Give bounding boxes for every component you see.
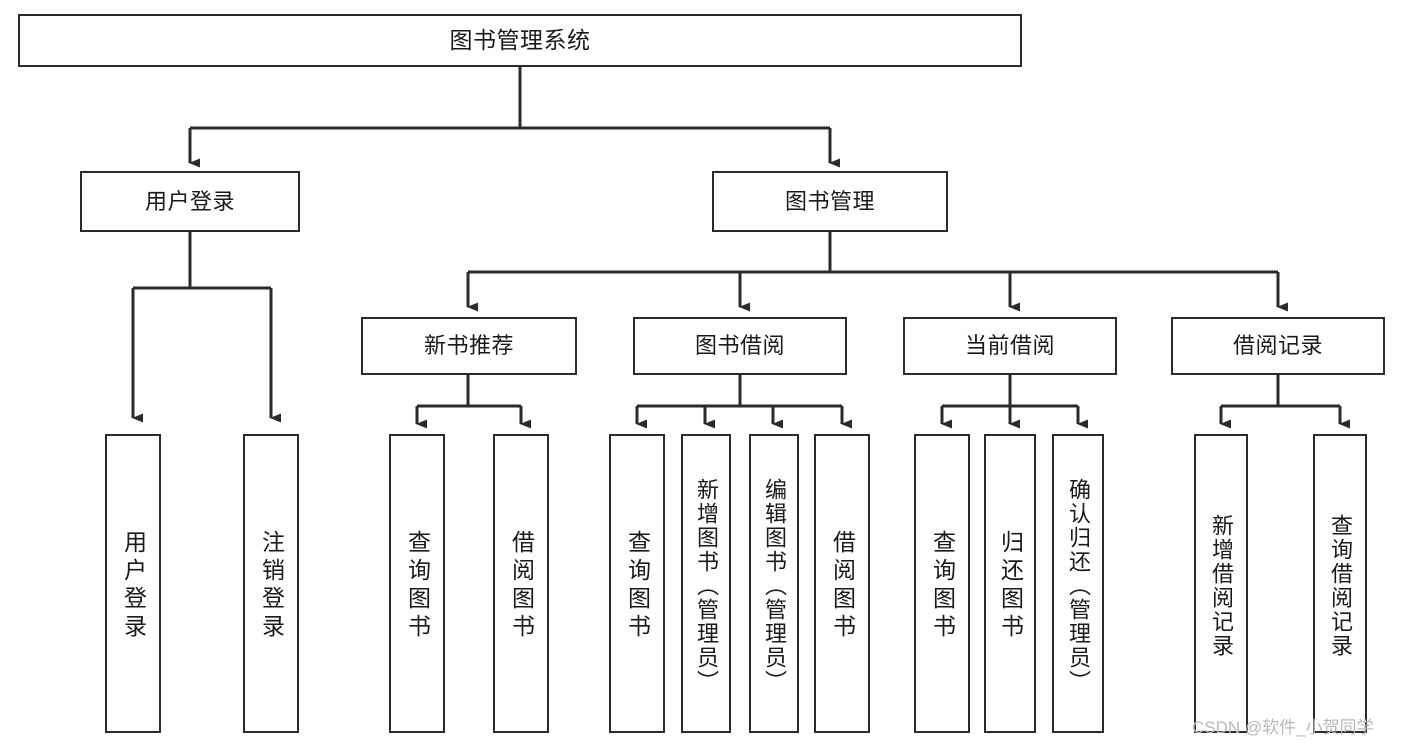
node-new-book-recommend[interactable]: 新书推荐 (361, 317, 577, 375)
leaf-current-confirm-return-admin[interactable]: 确认归还（管理员） (1052, 434, 1104, 733)
node-label: 新增图书（管理员） (694, 477, 719, 694)
node-label: 注销登录 (258, 529, 285, 642)
node-book-borrow[interactable]: 图书借阅 (633, 317, 847, 375)
leaf-borrow-borrow-book[interactable]: 借阅图书 (814, 434, 870, 733)
node-borrow-record[interactable]: 借阅记录 (1171, 317, 1385, 375)
csdn-watermark: CSDN @软件_小贺同学 (1192, 718, 1374, 737)
node-label: 借阅图书 (508, 529, 535, 642)
leaf-borrow-edit-book-admin[interactable]: 编辑图书（管理员） (749, 434, 799, 733)
leaf-current-query-book[interactable]: 查询图书 (914, 434, 970, 733)
node-label: 图书借阅 (694, 333, 785, 359)
node-label: 图书管理系统 (449, 27, 591, 54)
node-label: 用户登录 (120, 529, 147, 642)
node-user-login[interactable]: 用户登录 (80, 171, 300, 232)
leaf-borrow-query-book[interactable]: 查询图书 (609, 434, 665, 733)
leaf-record-query-record[interactable]: 查询借阅记录 (1313, 434, 1367, 733)
node-label: 查询借阅记录 (1328, 513, 1353, 658)
leaf-record-add-record[interactable]: 新增借阅记录 (1194, 434, 1248, 733)
node-label: 新书推荐 (423, 333, 514, 359)
leaf-user-login-login[interactable]: 用户登录 (105, 434, 161, 733)
node-label: 查询图书 (624, 529, 651, 642)
node-label: 确认归还（管理员） (1066, 477, 1091, 694)
leaf-current-return-book[interactable]: 归还图书 (984, 434, 1036, 733)
node-label: 借阅图书 (829, 529, 856, 642)
node-label: 新增借阅记录 (1209, 513, 1234, 658)
node-label: 用户登录 (144, 188, 235, 214)
node-label: 编辑图书（管理员） (762, 477, 787, 694)
node-label: 查询图书 (929, 529, 956, 642)
node-label: 归还图书 (997, 529, 1024, 642)
node-label: 当前借阅 (964, 333, 1055, 359)
leaf-new-book-borrow[interactable]: 借阅图书 (493, 434, 549, 733)
leaf-user-login-logout[interactable]: 注销登录 (243, 434, 299, 733)
node-label: 图书管理 (784, 188, 875, 214)
node-label: 查询图书 (404, 529, 431, 642)
node-root-system[interactable]: 图书管理系统 (18, 14, 1022, 67)
leaf-new-book-query[interactable]: 查询图书 (389, 434, 445, 733)
node-current-borrow[interactable]: 当前借阅 (903, 317, 1117, 375)
node-book-management[interactable]: 图书管理 (712, 171, 948, 232)
node-label: 借阅记录 (1232, 333, 1323, 359)
leaf-borrow-add-book-admin[interactable]: 新增图书（管理员） (681, 434, 731, 733)
